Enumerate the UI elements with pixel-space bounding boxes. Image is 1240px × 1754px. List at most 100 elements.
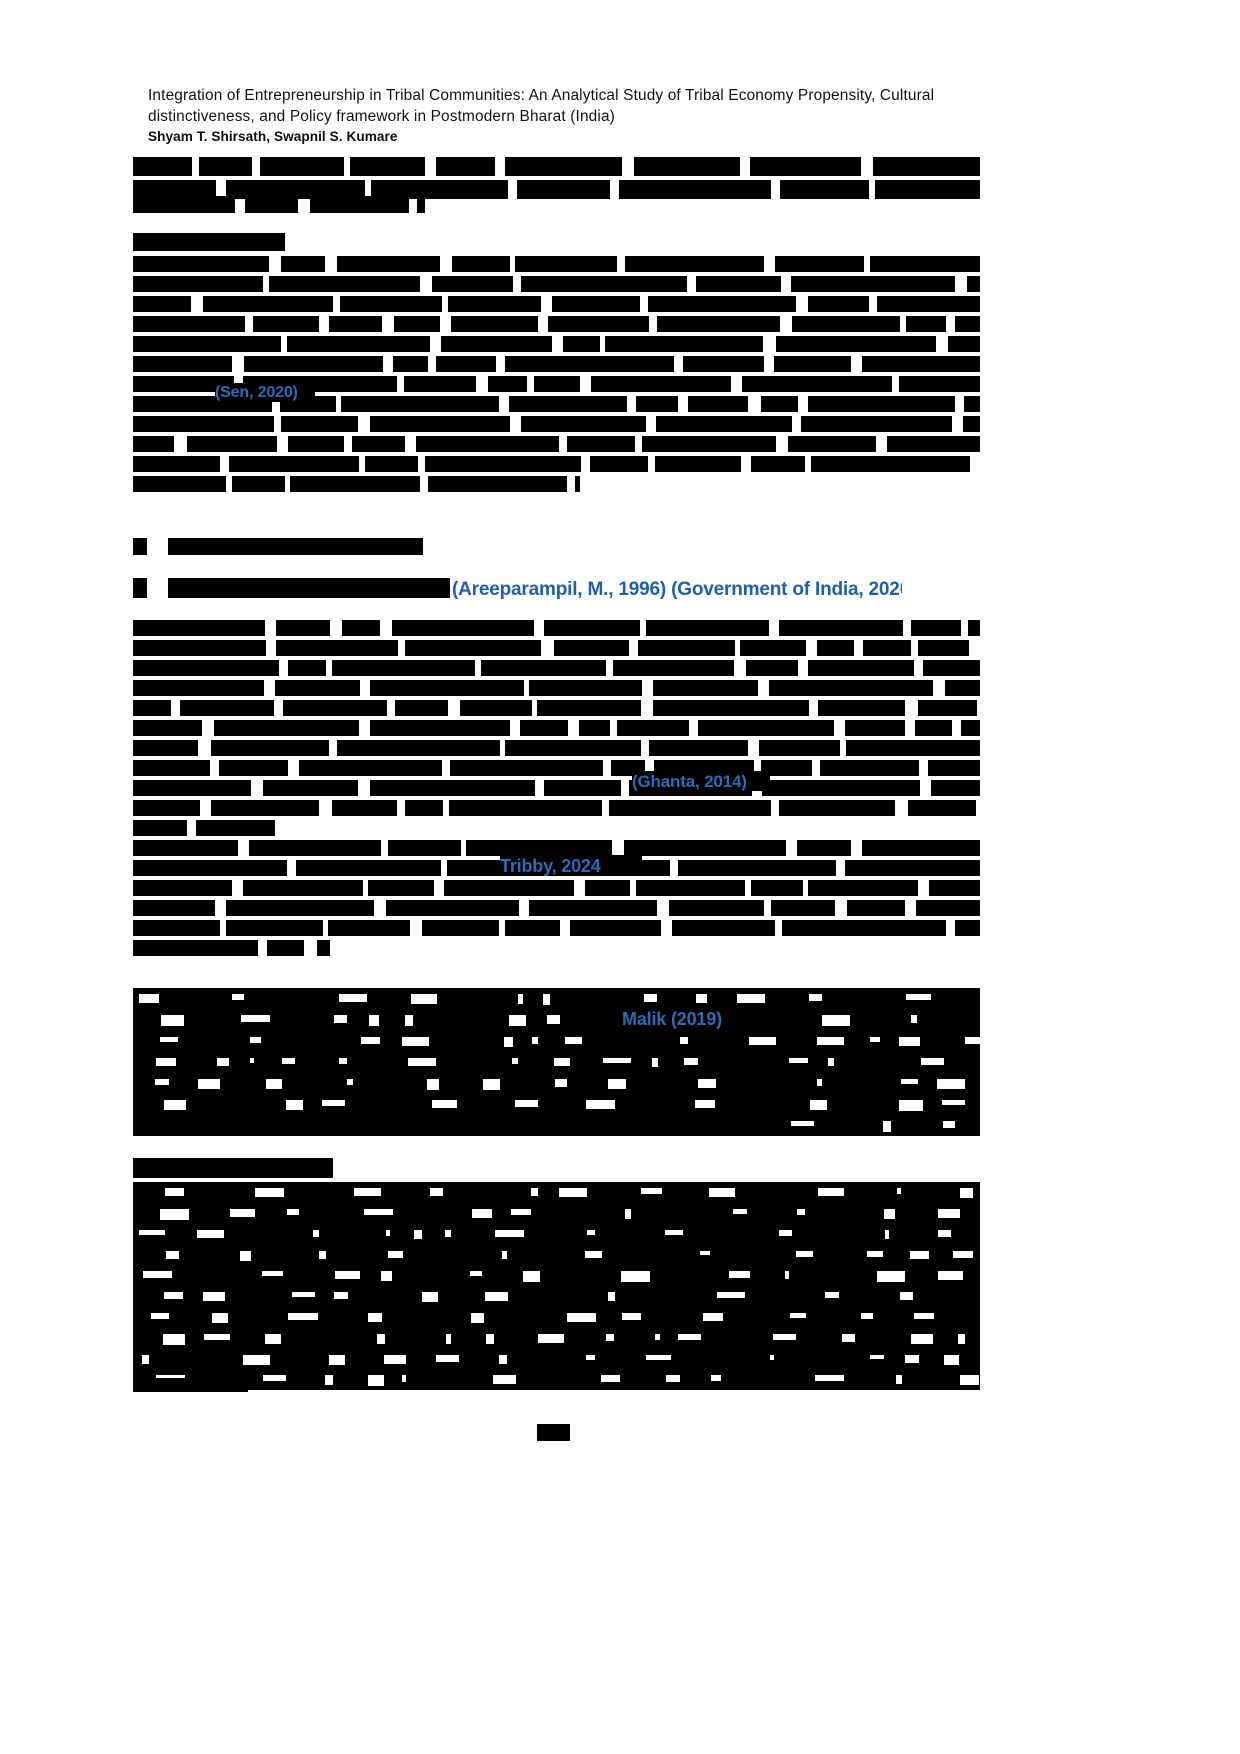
redacted-line	[682, 356, 765, 372]
redacted-line	[769, 680, 933, 696]
redacted-line	[447, 296, 541, 312]
redacted-line	[521, 416, 646, 432]
redacted-line	[505, 356, 675, 372]
redaction-gap	[817, 1078, 823, 1086]
redacted-line	[245, 196, 298, 213]
citation-link[interactable]: (Sen, 2020)	[215, 383, 315, 402]
redaction-gap	[368, 1375, 384, 1387]
redaction-gap	[385, 1229, 391, 1236]
redaction-gap	[243, 1354, 271, 1365]
redacted-line	[450, 316, 538, 332]
redacted-line	[678, 860, 836, 876]
citation-link[interactable]: Malik (2019)	[622, 1008, 744, 1029]
redaction-gap	[584, 1250, 602, 1259]
redacted-line	[569, 920, 662, 936]
redaction-gap	[554, 1057, 570, 1066]
redacted-line	[929, 880, 980, 896]
redaction-gap	[229, 1209, 256, 1218]
redaction-gap	[421, 1292, 438, 1303]
redaction-gap	[368, 1313, 382, 1323]
redacted-line	[226, 920, 323, 936]
redaction-gap	[410, 994, 438, 1004]
redacted-line	[449, 800, 602, 816]
redacted-line	[543, 780, 622, 796]
redacted-line	[647, 296, 797, 312]
redacted-line	[808, 396, 955, 412]
redaction-gap	[263, 1375, 286, 1381]
redaction-gap	[346, 1078, 354, 1085]
redacted-line	[422, 920, 499, 936]
redaction-gap	[511, 1057, 518, 1064]
redaction-gap	[696, 994, 708, 1004]
redacted-line	[436, 157, 496, 176]
redaction-gap	[867, 1250, 884, 1258]
redacted-line	[133, 376, 234, 392]
redacted-line	[807, 296, 869, 312]
redaction-gap	[426, 1078, 440, 1090]
redaction-gap	[494, 1229, 524, 1238]
redacted-line	[877, 296, 980, 312]
redaction-gap	[517, 994, 523, 1005]
redacted-line	[875, 180, 980, 199]
redacted-line	[847, 900, 905, 916]
redaction-gap	[817, 1188, 845, 1196]
redacted-line	[248, 840, 382, 856]
redaction-gap	[196, 1229, 225, 1238]
redacted-line	[286, 336, 430, 352]
redaction-gap	[287, 1209, 299, 1216]
redacted-line	[504, 157, 622, 176]
redaction-gap	[899, 1100, 924, 1111]
redaction-gap	[911, 1015, 918, 1023]
redaction-gap	[784, 1271, 789, 1280]
redaction-gap	[142, 1271, 173, 1278]
redaction-gap	[232, 994, 245, 1000]
redacted-line	[436, 356, 496, 372]
redaction-gap	[559, 1188, 587, 1198]
redacted-line	[459, 700, 532, 716]
redacted-line	[773, 356, 852, 372]
citation-link[interactable]: (Areeparampil, M., 1996) (Government of …	[452, 578, 902, 600]
redacted-line	[337, 740, 501, 756]
redacted-line	[778, 800, 896, 816]
redaction-gap	[429, 1188, 443, 1197]
citation-link[interactable]: (Ghanta, 2014)	[632, 771, 770, 791]
redaction-gap	[694, 1100, 716, 1109]
redacted-line	[275, 680, 360, 696]
redacted-line	[391, 620, 534, 636]
redaction-gap	[413, 1229, 423, 1240]
redaction-gap	[286, 1100, 303, 1110]
redaction-gap	[586, 1229, 595, 1235]
redacted-line	[369, 416, 511, 432]
redacted-line	[133, 436, 175, 452]
redacted-line	[211, 740, 329, 756]
redaction-gap	[165, 1188, 185, 1197]
redacted-line	[441, 336, 552, 352]
redacted-line	[520, 276, 687, 292]
redacted-line	[225, 900, 374, 916]
redacted-line	[618, 180, 771, 199]
redacted-line	[637, 640, 735, 656]
redacted-line	[133, 720, 203, 736]
redacted-line	[337, 256, 440, 272]
redacted-line	[759, 740, 841, 756]
redaction-gap	[141, 1354, 149, 1365]
redacted-line	[342, 620, 381, 636]
redacted-line	[133, 456, 221, 472]
redacted-line	[425, 456, 581, 472]
citation-link[interactable]: Tribby, 2024	[500, 855, 642, 876]
redacted-line	[203, 296, 334, 312]
redacted-line	[899, 376, 980, 392]
redaction-gap	[435, 1354, 459, 1363]
redacted-line	[352, 436, 405, 452]
redacted-line	[339, 296, 443, 312]
subsection-heading	[168, 578, 450, 598]
redacted-line	[923, 660, 980, 676]
redaction-gap	[909, 1250, 929, 1260]
redacted-line	[133, 860, 288, 876]
redaction-gap	[363, 1209, 393, 1216]
redaction-gap	[240, 1015, 270, 1022]
redaction-gap	[905, 994, 932, 1000]
redacted-line	[962, 416, 980, 432]
redacted-line	[370, 180, 508, 199]
redacted-line	[316, 940, 330, 956]
